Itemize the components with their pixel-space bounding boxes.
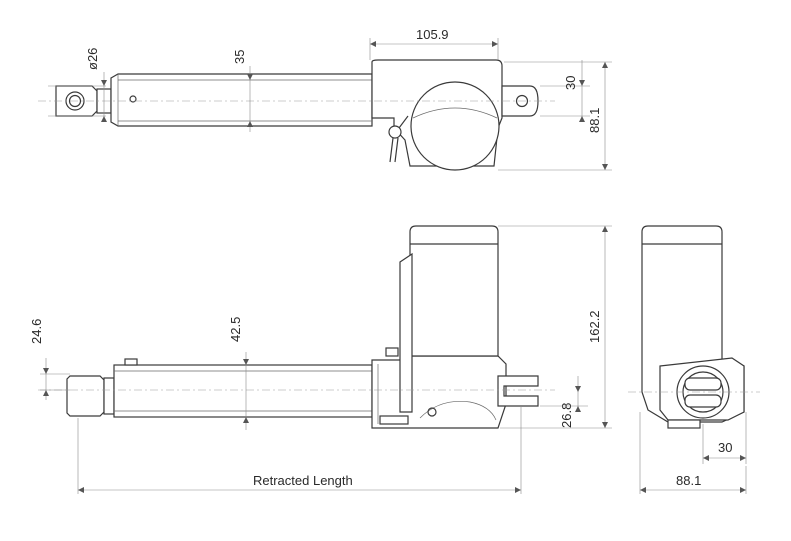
dim-top-housing-width: 105.9 xyxy=(416,27,449,42)
top-rod-eye-inner xyxy=(68,94,82,108)
dim-side-rod-height: 42.5 xyxy=(228,317,243,342)
dim-retracted-length: Retracted Length xyxy=(253,473,353,488)
side-view-dimensions: 24.6 42.5 162.2 26.8 Retracted Length xyxy=(29,225,612,494)
end-clevis-slot-lower xyxy=(684,394,722,408)
dim-top-total-height: 88.1 xyxy=(587,108,602,133)
side-rod-collar xyxy=(103,377,115,415)
side-rod-end xyxy=(66,375,105,417)
dim-top-clevis-height: 30 xyxy=(563,76,578,90)
side-rear-clevis xyxy=(497,375,539,407)
end-view-dimensions: 30 88.1 xyxy=(639,412,747,494)
side-switch-cover xyxy=(379,415,409,425)
dim-top-rod-diameter: ø26 xyxy=(85,48,100,70)
top-outer-tube xyxy=(110,73,373,127)
side-tube-clip xyxy=(124,358,138,366)
top-motor-can xyxy=(410,81,500,171)
top-view-dimensions: ø26 35 105.9 30 88.1 xyxy=(48,27,612,171)
top-switch-knob xyxy=(388,125,402,139)
top-view xyxy=(38,59,555,171)
end-view xyxy=(628,225,760,429)
end-clevis-slot-upper xyxy=(684,377,722,391)
dim-top-rod-height: 35 xyxy=(232,50,247,64)
side-cable-guard xyxy=(399,252,413,413)
top-tube-screw xyxy=(129,95,137,103)
end-foot xyxy=(667,419,701,429)
dim-side-total-height: 162.2 xyxy=(587,310,602,343)
side-gearbox-screw xyxy=(427,407,437,417)
dim-end-total-width: 88.1 xyxy=(676,473,701,488)
top-rear-eye xyxy=(515,94,529,108)
dim-end-clevis-width: 30 xyxy=(718,440,732,455)
side-top-pin xyxy=(385,347,399,357)
dim-side-rod-offset: 24.6 xyxy=(29,319,44,344)
side-view xyxy=(38,225,555,429)
side-motor xyxy=(409,225,499,357)
dim-side-clevis-offset: 26.8 xyxy=(559,403,574,428)
side-outer-tube xyxy=(113,364,373,418)
top-switch-lever xyxy=(389,137,399,163)
